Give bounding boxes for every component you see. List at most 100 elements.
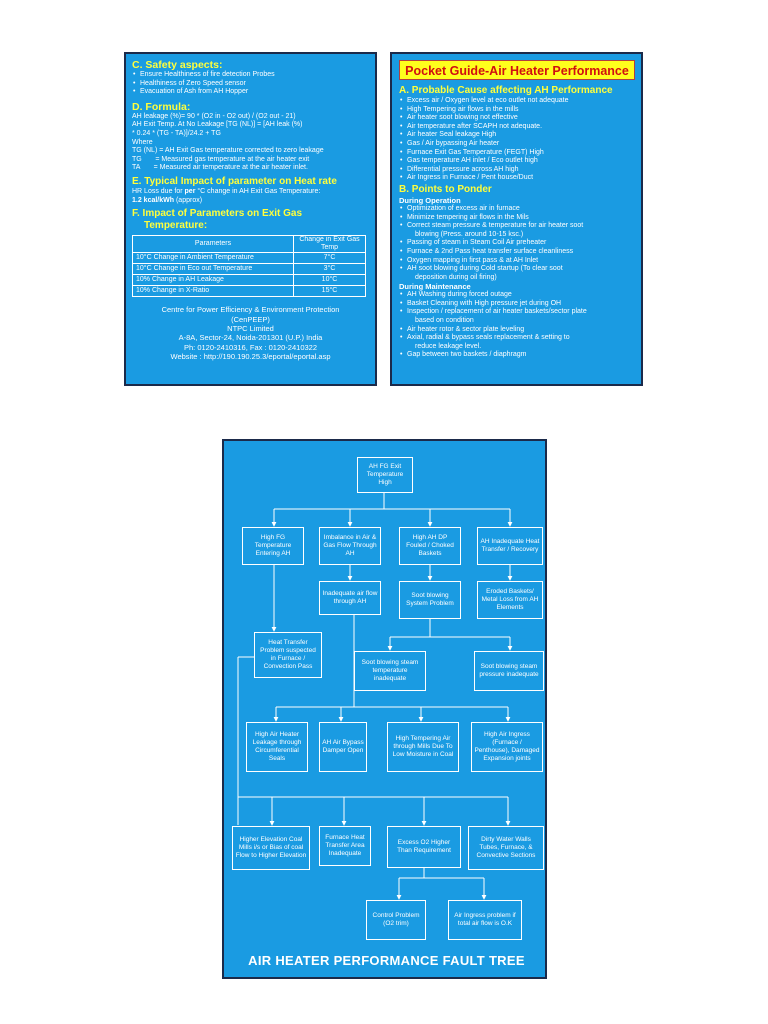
fault-tree-title: AIR HEATER PERFORMANCE FAULT TREE (248, 953, 525, 968)
node-high-fg-temperature: High FG Temperature Entering AH (242, 527, 304, 565)
table-row: 10°C Change in Eco out Temperature 3°C (132, 263, 366, 276)
pocket-guide-panel: Pocket Guide-Air Heater Performance A. P… (390, 52, 643, 386)
formula-line: TA = Measured air temperature at the air… (132, 164, 308, 172)
operation-heading: During Operation (399, 195, 461, 205)
node-excess-o2: Excess O2 Higher Than Requirement (387, 826, 461, 868)
formula-line: TG (NL) = AH Exit Gas temperature correc… (132, 147, 324, 155)
table-cell-param: 10°C Change in Ambient Temperature (132, 252, 294, 265)
node-control-problem: Control Problem (O2 trim) (366, 900, 426, 940)
impact-value: 1.2 kcal/kWh (approx) (132, 196, 203, 204)
table-cell-change: 3°C (293, 263, 366, 276)
node-high-tempering-air: High Tempering Air through Mills Due To … (387, 722, 459, 772)
safety-item: Ensure Healthiness of fire detection Pro… (132, 71, 369, 80)
node-inadequate-heat-transfer: AH Inadequate Heat Transfer / Recovery (477, 527, 543, 565)
list-item: Gap between two baskets / diaphragm (399, 351, 634, 360)
list-item: Passing of steam in Steam Coil Air prehe… (399, 239, 634, 248)
list-item: AH soot blowing during Cold startup (To … (399, 265, 634, 274)
table-cell-param: 10% Change in AH Leakage (132, 274, 294, 287)
list-item: Gas / Air bypassing Air heater (399, 140, 634, 149)
list-item: Correct steam pressure & temperature for… (399, 222, 634, 231)
org-line: NTPC Limited (227, 323, 274, 333)
node-high-air-ingress: High Air Ingress (Furnace / Penthouse), … (471, 722, 543, 772)
table-row: 10°C Change in Ambient Temperature 7°C (132, 252, 366, 265)
fault-tree-panel: AH FG Exit Temperature High High FG Temp… (222, 439, 547, 979)
node-high-ah-dp: High AH DP Fouled / Choked Baskets (399, 527, 461, 565)
safety-formula-panel: C. Safety aspects: Ensure Healthiness of… (124, 52, 377, 386)
list-item: Air temperature after SCAPH not adequate… (399, 123, 634, 132)
node-soot-blowing-problem: Soot blowing System Problem (399, 581, 461, 619)
exit-gas-heading-2: Temperature: (144, 220, 208, 232)
list-item: Optimization of excess air in furnace (399, 205, 634, 214)
list-item: AH Washing during forced outage (399, 291, 634, 300)
org-line: Ph: 0120-2410316, Fax : 0120-2410322 (183, 342, 318, 352)
safety-item: Healthiness of Zero Speed sensor (132, 80, 369, 89)
operation-list: Optimization of excess air in furnaceMin… (399, 205, 634, 282)
formula-line: TG = Measured gas temperature at the air… (132, 155, 310, 163)
table-header-change: Change in Exit Gas Temp (293, 235, 366, 254)
causes-list: Excess air / Oxygen level at eco outlet … (399, 97, 634, 183)
impact-heading: E. Typical Impact of parameter on Heat r… (132, 175, 337, 187)
maintenance-heading: During Maintenance (399, 282, 471, 292)
node-eroded-baskets: Eroded Baskets/ Metal Loss from AH Eleme… (477, 581, 543, 619)
node-heat-transfer-problem: Heat Transfer Problem suspected in Furna… (254, 632, 322, 678)
list-item: Air heater Seal leakage High (399, 131, 634, 140)
list-item-continuation: reduce leakage level. (415, 342, 482, 350)
safety-heading: C. Safety aspects: (132, 59, 223, 71)
list-item: Air heater soot blowing not effective (399, 114, 634, 123)
node-air-ingress-ok: Air Ingress problem if total air flow is… (448, 900, 522, 940)
list-item-continuation: deposition during oil firing) (415, 273, 497, 281)
list-item-continuation: based on condition (415, 317, 474, 325)
list-item-continuation: blowing (Press. around 10-15 ksc.) (415, 230, 524, 238)
safety-item: Evacuation of Ash from AH Hopper (132, 88, 369, 97)
list-item: Oxygen mapping in first pass & at AH Inl… (399, 257, 634, 266)
list-item: Differential pressure across AH high (399, 166, 634, 175)
node-higher-elevation-mills: Higher Elevation Coal Mills i/s or Bias … (232, 826, 310, 870)
node-dirty-water-walls: Dirty Water Walls Tubes, Furnace, & Conv… (468, 826, 544, 870)
formula-line: Where (132, 138, 153, 146)
exit-gas-table: Parameters Change in Exit Gas Temp 10°C … (132, 235, 366, 298)
formula-line: * 0.24 * (TG - TA)]/24.2 + TG (132, 129, 221, 137)
formula-line: AH Exit Temp. At No Leakage [TG (NL)] = … (132, 121, 303, 129)
table-header-parameters: Parameters (132, 235, 294, 254)
table-cell-change: 10°C (293, 274, 366, 287)
table-cell-change: 15°C (293, 285, 366, 298)
list-item: Inspection / replacement of air heater b… (399, 308, 634, 317)
org-website: Website : http://190.190.25.3/eportal/ep… (170, 352, 331, 362)
table-cell-param: 10°C Change in Eco out Temperature (132, 263, 294, 276)
organization-contact: Centre for Power Efficiency & Environmen… (132, 305, 369, 361)
exit-gas-heading: F. Impact of Parameters on Exit Gas (132, 208, 303, 220)
list-item: Furnace & 2nd Pass heat transfer surface… (399, 248, 634, 257)
formula-line: AH leakage (%)= 90 * (O2 in - O2 out) / … (132, 112, 296, 120)
org-line: Centre for Power Efficiency & Environmen… (161, 305, 340, 315)
table-cell-change: 7°C (293, 252, 366, 265)
node-furnace-area: Furnace Heat Transfer Area Inadequate (319, 826, 371, 866)
list-item: High Tempering air flows in the mills (399, 106, 634, 115)
node-ah-leakage: High Air Heater Leakage through Circumfe… (246, 722, 308, 772)
node-soot-steam-temperature: Soot blowing steam temperature inadequat… (354, 651, 426, 691)
org-line: A-8A, Sector-24, Noida-201301 (U.P.) Ind… (178, 333, 323, 343)
node-bypass-damper: AH Air Bypass Damper Open (319, 722, 367, 772)
table-row: 10% Change in X-Ratio 15°C (132, 285, 366, 298)
impact-line: HR Loss due for per °C change in AH Exit… (132, 187, 321, 195)
list-item: Excess air / Oxygen level at eco outlet … (399, 97, 634, 106)
fault-tree-connectors (237, 493, 513, 900)
table-row: 10% Change in AH Leakage 10°C (132, 274, 366, 287)
node-root: AH FG Exit Temperature High (357, 457, 413, 493)
list-item: Furnace Exit Gas Temperature (FEGT) High (399, 149, 634, 158)
list-item: Axial, radial & bypass seals replacement… (399, 334, 634, 343)
list-item: Minimize tempering air flows in the Mils (399, 214, 634, 223)
maintenance-list: AH Washing during forced outageBasket Cl… (399, 291, 634, 360)
org-line: (CenPEEP) (231, 314, 270, 324)
list-item: Air heater rotor & sector plate leveling (399, 326, 634, 335)
list-item: Air Ingress in Furnace / Pent house/Duct (399, 174, 634, 183)
list-item: Basket Cleaning with High pressure jet d… (399, 300, 634, 309)
node-imbalance-flow: Imbalance in Air & Gas Flow Through AH (319, 527, 381, 565)
list-item: Gas temperature AH inlet / Eco outlet hi… (399, 157, 634, 166)
causes-heading: A. Probable Cause affecting AH Performan… (399, 85, 613, 96)
node-inadequate-air-flow: Inadequate air flow through AH (319, 581, 381, 615)
formula-heading: D. Formula: (132, 100, 191, 113)
table-cell-param: 10% Change in X-Ratio (132, 285, 294, 298)
node-soot-steam-pressure: Soot blowing steam pressure inadequate (474, 651, 544, 691)
ponder-heading: B. Points to Ponder (399, 183, 492, 195)
pocket-guide-title: Pocket Guide-Air Heater Performance (399, 60, 635, 80)
